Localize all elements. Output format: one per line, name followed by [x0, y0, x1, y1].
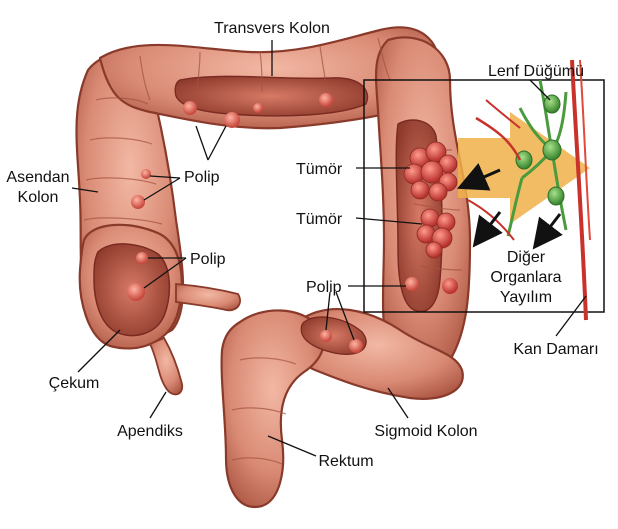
label-lymph-node: Lenf Düğümü [488, 63, 584, 80]
lymph-node [544, 95, 560, 113]
lymph-node [516, 151, 532, 169]
label-polyp-cecum: Polip [190, 251, 226, 268]
blood-vessel-main [572, 60, 586, 320]
label-rectum: Rektum [318, 453, 373, 470]
polyp [183, 101, 197, 115]
polyp [349, 339, 363, 353]
polyp [405, 277, 419, 291]
label-polyp-sigmoid: Polip [306, 279, 342, 296]
polyp [136, 252, 148, 264]
label-cecum: Çekum [49, 375, 100, 392]
label-transverse-colon: Transvers Kolon [214, 20, 330, 37]
label-appendix: Apendiks [117, 423, 183, 440]
label-spread-3: Yayılım [500, 289, 552, 306]
label-polyp-ascending: Polip [184, 169, 220, 186]
polyp [320, 330, 332, 342]
label-ascending-colon-1: Asendan [6, 169, 69, 186]
label-spread-2: Organlara [490, 269, 561, 286]
label-ascending-colon-2: Kolon [18, 189, 59, 206]
polyp [253, 103, 263, 113]
transverse-cavity [175, 76, 367, 116]
lymph-node [543, 140, 561, 160]
polyp [224, 112, 240, 128]
label-tumor-upper: Tümör [296, 161, 343, 178]
polyp [319, 93, 333, 107]
ileum-stub [176, 284, 240, 310]
appendix [150, 338, 182, 394]
polyp [131, 195, 145, 209]
label-blood-vessel: Kan Damarı [513, 341, 598, 358]
label-spread-1: Diğer [507, 249, 546, 266]
label-sigmoid-colon: Sigmoid Kolon [374, 423, 477, 440]
label-tumor-lower: Tümör [296, 211, 343, 228]
tumor-small [442, 278, 458, 294]
polyp [127, 283, 145, 301]
polyp [141, 169, 151, 179]
lymph-node [548, 187, 564, 205]
